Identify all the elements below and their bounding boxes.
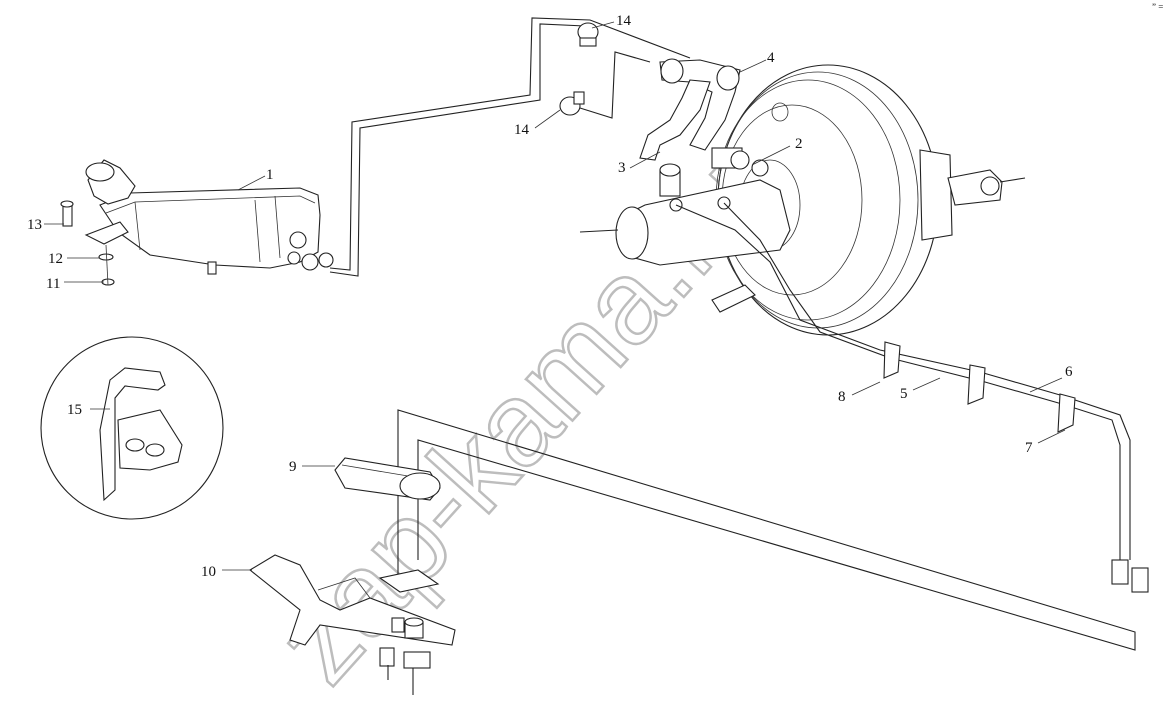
callout-14-upper: 14 bbox=[616, 13, 632, 29]
vacuum-hose-3-4 bbox=[639, 58, 741, 161]
pedal-pipe bbox=[397, 409, 1136, 651]
callout-11: 11 bbox=[46, 276, 60, 292]
reservoir-tank bbox=[84, 159, 334, 275]
callout-1: 1 bbox=[266, 167, 274, 183]
callout-3: 3 bbox=[618, 160, 626, 176]
master-cylinder bbox=[579, 147, 791, 313]
callout-9: 9 bbox=[289, 459, 297, 475]
callout-15: 15 bbox=[67, 402, 82, 418]
callout-5: 5 bbox=[900, 386, 908, 402]
hose-clamp-lower bbox=[559, 91, 585, 116]
callout-6: 6 bbox=[1065, 364, 1073, 380]
callout-labels: 1 2 3 4 5 6 7 8 9 10 11 12 13 14 14 15 bbox=[27, 13, 1073, 580]
callout-10: 10 bbox=[201, 564, 216, 580]
brake-pipes bbox=[675, 202, 1149, 593]
hose-clamp-upper bbox=[577, 22, 599, 47]
callout-2: 2 bbox=[795, 136, 803, 152]
pedal-pad bbox=[334, 457, 441, 501]
corner-mark: ” = bbox=[1152, 2, 1163, 12]
callout-12: 12 bbox=[48, 251, 63, 267]
callout-7: 7 bbox=[1025, 440, 1033, 456]
pedal-bracket bbox=[249, 554, 456, 695]
callout-14-lower: 14 bbox=[514, 122, 530, 138]
callout-8: 8 bbox=[838, 389, 846, 405]
callout-4: 4 bbox=[767, 50, 775, 66]
callout-13: 13 bbox=[27, 217, 42, 233]
leader-lines bbox=[44, 21, 1066, 571]
detail-view-circle bbox=[40, 336, 224, 520]
